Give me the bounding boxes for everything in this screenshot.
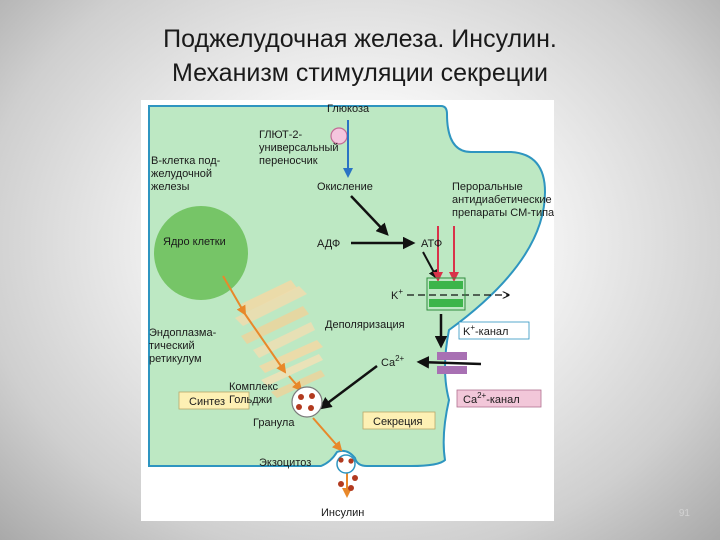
- synthesis-arrow-1: [222, 275, 247, 316]
- page-number: 91: [678, 508, 690, 519]
- label-er-3: ретикулум: [149, 353, 202, 365]
- oxidation-arrow: [350, 195, 389, 236]
- insulin-particles: [338, 475, 358, 491]
- label-oral-drugs-3: препараты СМ-типа: [452, 207, 554, 219]
- label-glucose: Глюкоза: [327, 103, 370, 115]
- synthesis-arrow-2: [244, 313, 287, 374]
- label-bcell-2: желудочной: [151, 168, 212, 180]
- insulin-secretion-diagram: Глюкоза ГЛЮТ-2- универсальный переносчик…: [141, 100, 555, 521]
- label-er-2: тический: [149, 340, 195, 352]
- secretory-granule: [291, 386, 323, 418]
- synthesis-arrow-3: [288, 375, 303, 392]
- ca-to-granule-arrow: [319, 365, 378, 410]
- label-insulin: Инсулин: [321, 507, 364, 519]
- secretion-box: [362, 411, 436, 430]
- ca-influx-arrow: [416, 356, 482, 369]
- label-glut2-3: переносчик: [259, 155, 318, 167]
- ca-channel: [437, 352, 467, 374]
- label-golgi-2: Гольджи: [229, 394, 272, 406]
- label-oral-drugs-2: антидиабетические: [452, 194, 552, 206]
- k-channel: [426, 277, 466, 311]
- slide-title: Поджелудочная железа. Инсулин. Механизм …: [0, 22, 720, 90]
- label-bcell-1: В-клетка под-: [151, 155, 221, 167]
- diagram-svg: Глюкоза ГЛЮТ-2- универсальный переносчик…: [148, 103, 555, 519]
- label-er-1: Эндоплазма-: [149, 327, 217, 339]
- label-ca-channel: Ca2+-канал: [463, 391, 520, 406]
- slide-title-line2: Механизм стимуляции секреции: [171, 59, 548, 87]
- label-bcell-3: железы: [151, 181, 189, 193]
- exocytosis-vesicle: [336, 454, 356, 474]
- label-secretion: Секреция: [373, 416, 423, 428]
- label-exocytosis: Экзоцитоз: [259, 457, 311, 469]
- label-k-channel: K+-канал: [463, 323, 508, 338]
- label-oral-drugs-1: Пероральные: [452, 181, 523, 193]
- slide-title-line1: Поджелудочная железа. Инсулин.: [163, 25, 557, 53]
- k-channel-box: [458, 321, 530, 340]
- label-ca-ion: Ca2+: [381, 354, 405, 369]
- label-nucleus: Ядро клетки: [163, 236, 226, 248]
- label-golgi-1: Комплекс: [229, 381, 279, 393]
- label-oxidation: Окисление: [317, 181, 373, 193]
- label-glut2-2: универсальный: [259, 142, 339, 154]
- cell-nucleus: [154, 206, 248, 300]
- label-granule: Гранула: [253, 417, 295, 429]
- label-synthesis: Синтез: [189, 396, 225, 408]
- ca-channel-box: [456, 389, 542, 408]
- synthesis-box: [178, 391, 250, 410]
- b-cell-body: [148, 105, 547, 467]
- label-glut2-1: ГЛЮТ-2-: [259, 129, 303, 141]
- label-adp: АДФ: [317, 238, 340, 250]
- secretion-arrow: [312, 417, 343, 452]
- label-atp: АТФ: [421, 238, 442, 250]
- label-k-ion: K+: [391, 287, 403, 302]
- label-depolarization: Деполяризация: [325, 319, 405, 331]
